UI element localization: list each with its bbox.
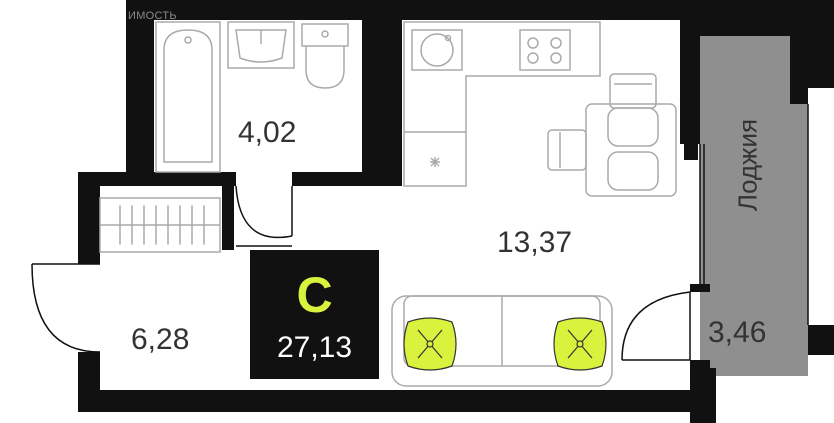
toilet [301, 23, 349, 89]
wardrobe [99, 197, 221, 253]
loggia-area-label: 3,46 [708, 316, 767, 349]
kitchen-counter [403, 21, 601, 187]
doors [31, 185, 691, 361]
apartment-type-letter: С [296, 267, 333, 323]
cushion-right [553, 317, 607, 371]
total-area-value: 27,13 [276, 331, 353, 364]
dining-set [547, 73, 677, 197]
window-lines [699, 104, 809, 325]
bath-sink [227, 21, 295, 69]
watermark-text: ИМОСТЬ [128, 10, 177, 22]
living-room-area-label: 13,37 [497, 226, 573, 259]
hall-area-label: 6,28 [131, 323, 190, 356]
loggia-label: Лоджия [732, 118, 763, 212]
bathroom-area-label: 4,02 [238, 116, 297, 149]
cushion-left [403, 317, 457, 371]
walls [78, 0, 834, 423]
bathtub [155, 21, 221, 173]
apartment-type-badge: С 27,13 [250, 250, 379, 379]
